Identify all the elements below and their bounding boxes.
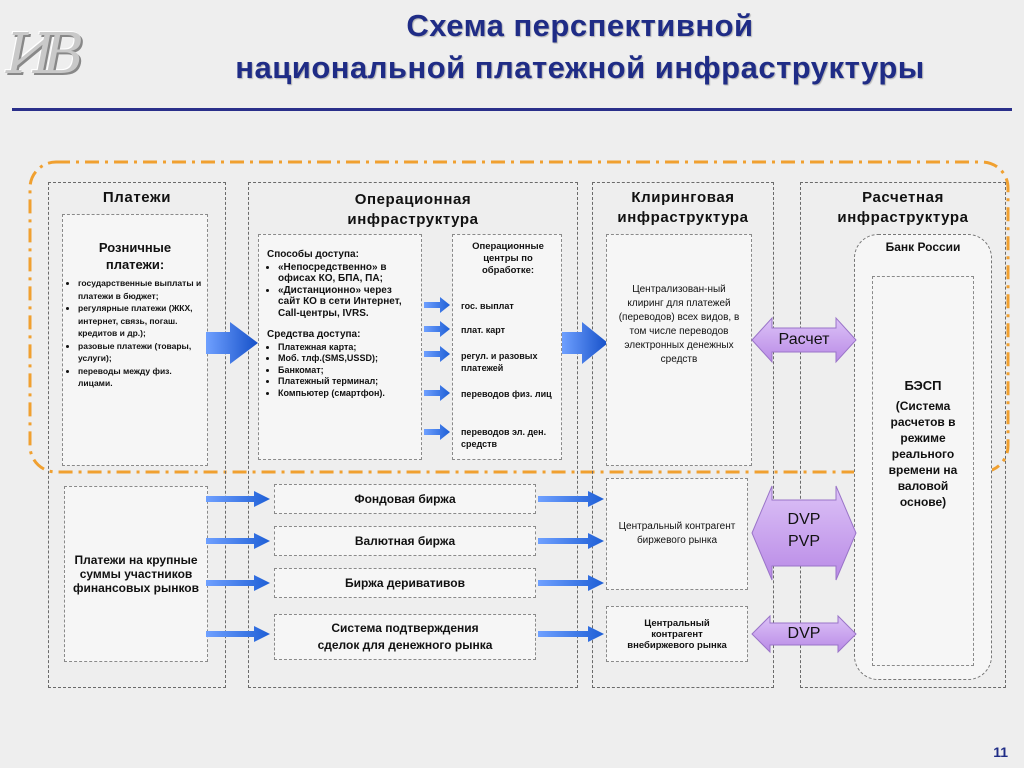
retail-highlight-frame — [28, 160, 1010, 474]
processing-centers-box: Операционные центры по обработке: гос. в… — [452, 234, 562, 460]
arrow-icon — [206, 575, 270, 591]
arrow-icon — [538, 626, 604, 642]
retail-to-operational-arrow — [206, 322, 258, 364]
exchange-box-derivatives: Биржа деривативов — [274, 568, 536, 598]
besp-box — [872, 276, 974, 666]
column-header-payments: Платежи — [102, 189, 172, 206]
dvp-label: DVP — [787, 511, 821, 528]
arrow-icon — [206, 491, 270, 507]
arrow-icon — [424, 424, 450, 440]
exchange-box-stock: Фондовая биржа — [274, 484, 536, 514]
retail-payments-box: Розничные платежи: государственные выпла… — [62, 214, 208, 466]
payments-column — [48, 182, 226, 688]
arrow-icon — [206, 626, 270, 642]
exchange-label: Валютная биржа — [354, 534, 456, 548]
centralized-clearing-text: Централизован-ный клиринг для платежей (… — [618, 284, 740, 365]
exchange-label: Фондовая биржа — [354, 492, 456, 506]
bank-of-russia-title: Банк России — [885, 240, 961, 254]
arrow-icon — [424, 297, 450, 313]
exchange-label: Система подтверждения сделок для денежно… — [317, 621, 493, 652]
operational-to-clearing-arrow — [562, 322, 608, 364]
list-item: государственные выплаты и платежи в бюдж… — [78, 277, 203, 302]
operational-column — [248, 182, 578, 688]
large-payments-text: Платежи на крупные суммы участников фина… — [72, 553, 200, 595]
settlement-column — [800, 182, 1006, 688]
besp-description: (Система расчетов в режиме реального вре… — [888, 399, 958, 509]
list-item: Платежная карта; — [278, 342, 416, 354]
access-means-header: Средства доступа: — [267, 329, 361, 340]
list-item: гос. выплат — [461, 301, 514, 311]
double-arrow-icon — [751, 485, 857, 581]
access-header: Способы доступа: — [267, 249, 359, 260]
exchange-label: Биржа деривативов — [345, 576, 465, 590]
arrow-icon — [206, 533, 270, 549]
arrow-icon — [424, 346, 450, 362]
raschet-label: Расчет — [778, 331, 830, 348]
access-list: «Непосредственно» в офисах КО, БПА, ПА; … — [267, 262, 416, 320]
exchange-box-currency: Валютная биржа — [274, 526, 536, 556]
title-underline — [12, 108, 1012, 111]
page-title-line-2: национальной платежной инфраструктуры — [235, 50, 925, 85]
double-arrow-icon — [751, 316, 857, 364]
retail-payments-list: государственные выплаты и платежи в бюдж… — [67, 277, 203, 390]
arrow-icon — [424, 385, 450, 401]
arrow-icon — [538, 533, 604, 549]
column-header-clearing: Клиринговая инфраструктура — [617, 189, 749, 226]
large-to-exchange-arrows — [206, 491, 270, 642]
access-means-list: Платежная карта; Моб. тлф.(SMS,USSD); Ба… — [267, 342, 416, 400]
exchange-box-money-market: Система подтверждения сделок для денежно… — [274, 614, 536, 660]
list-item: переводов физ. лиц — [461, 389, 552, 399]
access-to-processing-arrows — [424, 297, 450, 440]
large-payments-box: Платежи на крупные суммы участников фина… — [64, 486, 208, 662]
pvp-label: PVP — [787, 533, 820, 550]
arrow-icon — [538, 575, 604, 591]
column-header-settlement: Расчетная инфраструктура — [837, 189, 969, 226]
exchange-to-clearing-arrows — [538, 491, 604, 642]
list-item: плат. карт — [461, 325, 506, 335]
double-arrow-icon — [751, 614, 857, 654]
ccp-otc-box: Центральный контрагент внебиржевого рынк… — [606, 606, 748, 662]
arrow-icon — [424, 321, 450, 337]
list-item: переводов эл. ден. средств — [461, 427, 547, 449]
list-item: переводы между физ. лицами. — [78, 365, 203, 390]
arrow-icon — [538, 491, 604, 507]
processing-header: Операционные центры по обработке: — [472, 241, 544, 276]
bank-of-russia-box — [854, 234, 992, 680]
list-item: регулярные платежи (ЖКХ, интернет, связь… — [78, 302, 203, 340]
centralized-clearing-box: Централизован-ный клиринг для платежей (… — [606, 234, 752, 466]
list-item: Платежный терминал; — [278, 376, 416, 388]
dvp-pvp-arrow — [751, 485, 857, 581]
ccp-otc-text: Центральный контрагент внебиржевого рынк… — [627, 617, 727, 651]
dvp-otc-arrow — [751, 614, 857, 654]
dvp-otc-label: DVP — [787, 625, 821, 642]
list-item: Компьютер (смартфон). — [278, 388, 416, 400]
page-number: 11 — [993, 744, 1008, 760]
page-title-line-1: Схема перспективной — [406, 8, 754, 43]
arrow-icon — [562, 322, 608, 364]
ccp-exchange-text: Центральный контрагент биржевого рынка — [618, 521, 736, 546]
list-item: «Дистанционно» через сайт КО в сети Инте… — [278, 285, 416, 320]
list-item: Банкомат; — [278, 365, 416, 377]
logo: ИВ — [6, 22, 84, 87]
raschet-arrow — [751, 316, 857, 364]
besp-label: БЭСП — [904, 378, 942, 393]
retail-payments-title: Розничные платежи: — [98, 240, 172, 272]
access-methods-box: Способы доступа: «Непосредственно» в офи… — [258, 234, 422, 460]
column-header-operational: Операционная инфраструктура — [347, 191, 479, 228]
ccp-exchange-box: Центральный контрагент биржевого рынка — [606, 478, 748, 590]
list-item: разовые платежи (товары, услуги); — [78, 340, 203, 365]
clearing-column — [592, 182, 774, 688]
list-item: Моб. тлф.(SMS,USSD); — [278, 353, 416, 365]
list-item: «Непосредственно» в офисах КО, БПА, ПА; — [278, 262, 416, 285]
list-item: регул. и разовых платежей — [461, 351, 538, 373]
arrow-icon — [206, 322, 258, 364]
